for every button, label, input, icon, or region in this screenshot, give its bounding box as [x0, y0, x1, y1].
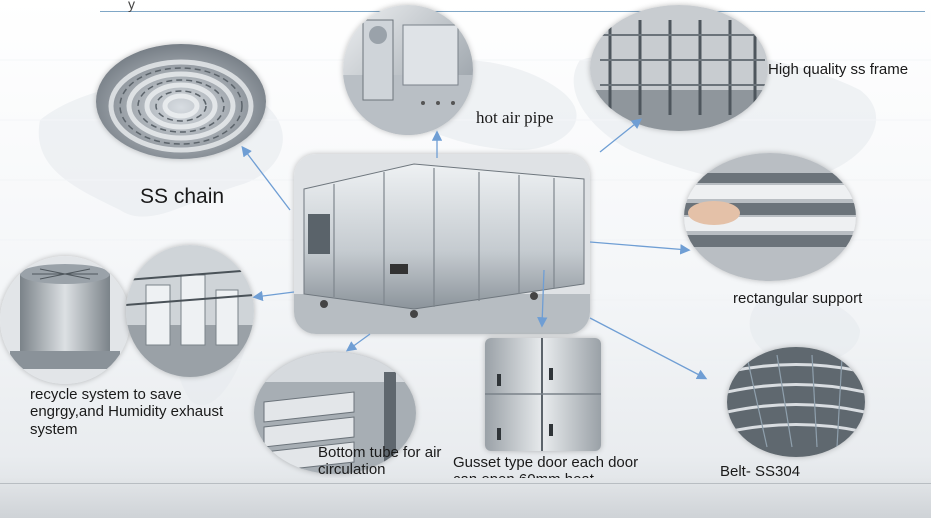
photo-recycle-exhaust: [126, 245, 254, 377]
photo-belt-ss304: [727, 347, 865, 457]
footer-band: [0, 478, 931, 518]
label-ss-frame: High quality ss frame: [768, 61, 909, 78]
header-title-fragment: y: [128, 0, 135, 12]
label-bottom-tube: Bottom tube for air circulation: [318, 444, 442, 479]
label-rect-support: rectangular support: [733, 290, 863, 307]
photo-ss-chain: [96, 44, 266, 159]
photo-main-machine[interactable]: [294, 154, 590, 334]
photo-hot-air-pipe: [343, 5, 473, 135]
label-ss-chain: SS chain: [140, 185, 225, 208]
photo-gusset-door: [485, 338, 601, 451]
photo-rectangular-support: [684, 153, 856, 281]
footer-rule: [0, 483, 931, 484]
label-belt: Belt- SS304: [720, 463, 801, 480]
label-recycle: recycle system to save engrgy,and Humidi…: [30, 386, 224, 438]
photo-ss-frame: [590, 5, 768, 131]
photo-recycle-fan: [0, 256, 130, 384]
header-rule: [100, 11, 925, 12]
label-hot-air-pipe: hot air pipe: [476, 108, 554, 127]
